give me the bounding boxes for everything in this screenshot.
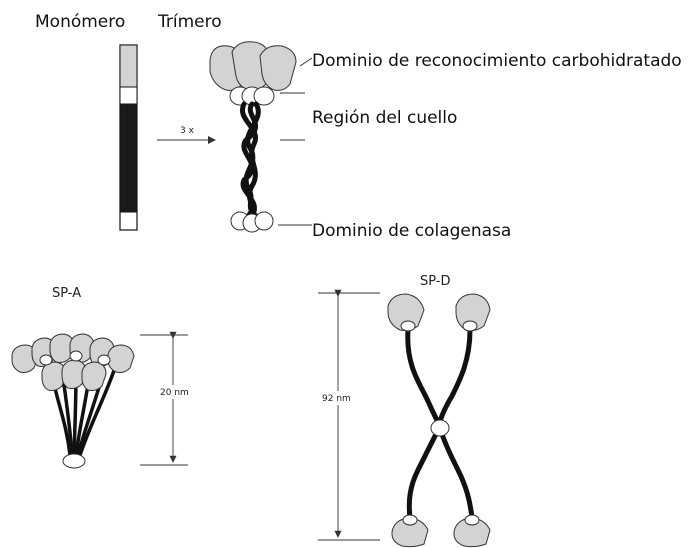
collagen-label: Dominio de colagenasa (312, 221, 511, 241)
helix-strand-3 (240, 101, 259, 219)
sp-d-head-bottom-left (391, 517, 429, 548)
sp-a-size-label: 20 nm (160, 388, 189, 398)
sp-d-title: SP-D (420, 274, 451, 289)
crd-leader-line (299, 57, 313, 67)
sp-a-neck-2 (69, 350, 83, 362)
multiplier-arrow: 3 x (157, 126, 216, 144)
trimer-header: Trímero (157, 12, 222, 32)
trimer-structure (209, 41, 297, 233)
sp-a-neck-1 (39, 354, 53, 366)
crd-label: Dominio de reconocimiento carbohidratado (312, 51, 682, 71)
monomer-bar (119, 44, 138, 231)
monomer-neck-segment (119, 86, 138, 105)
sp-d-head-top-left (387, 293, 425, 331)
monomer-collagen-segment (119, 103, 138, 213)
sp-a-base (62, 453, 86, 469)
sp-a-strand-6 (78, 363, 118, 457)
sp-d-arm-bottom-right (439, 431, 475, 521)
monomer-header: Monómero (35, 12, 125, 32)
sp-d-dimension: 92 nm (318, 289, 380, 541)
sp-d-head-bottom-right (453, 517, 491, 548)
sp-d-arm-bottom-left (406, 431, 439, 521)
sp-a-title: SP-A (52, 286, 81, 301)
sp-a-heads (11, 333, 135, 391)
sp-a-head-9 (81, 361, 107, 391)
monomer-crd-segment (119, 44, 138, 88)
sp-d-neck-bottom-left (402, 514, 418, 526)
sp-a-head-8 (61, 359, 87, 389)
sp-d-head-top-right (455, 293, 491, 331)
trimer-crd-right (259, 45, 297, 91)
neck-label: Región del cuello (312, 108, 457, 128)
sp-a-dimension: 20 nm (140, 331, 198, 466)
sp-a-head-6 (107, 344, 135, 373)
sp-a-neck-3 (97, 354, 111, 366)
trimer-tail-right (254, 211, 274, 231)
sp-d-neck-bottom-right (464, 514, 480, 526)
multiplier-label: 3 x (180, 126, 195, 136)
sp-d-structure (387, 293, 491, 548)
sp-d-arm-top-right (437, 327, 473, 425)
sp-d-size-label: 92 nm (322, 394, 351, 404)
sp-d-neck-top-right (462, 320, 478, 332)
sp-d-neck-top-left (400, 320, 416, 332)
trimer-neck-right (253, 86, 275, 106)
sp-d-arm-top-left (405, 327, 441, 425)
sp-d-center (430, 419, 450, 437)
sp-a-structure (11, 333, 135, 469)
